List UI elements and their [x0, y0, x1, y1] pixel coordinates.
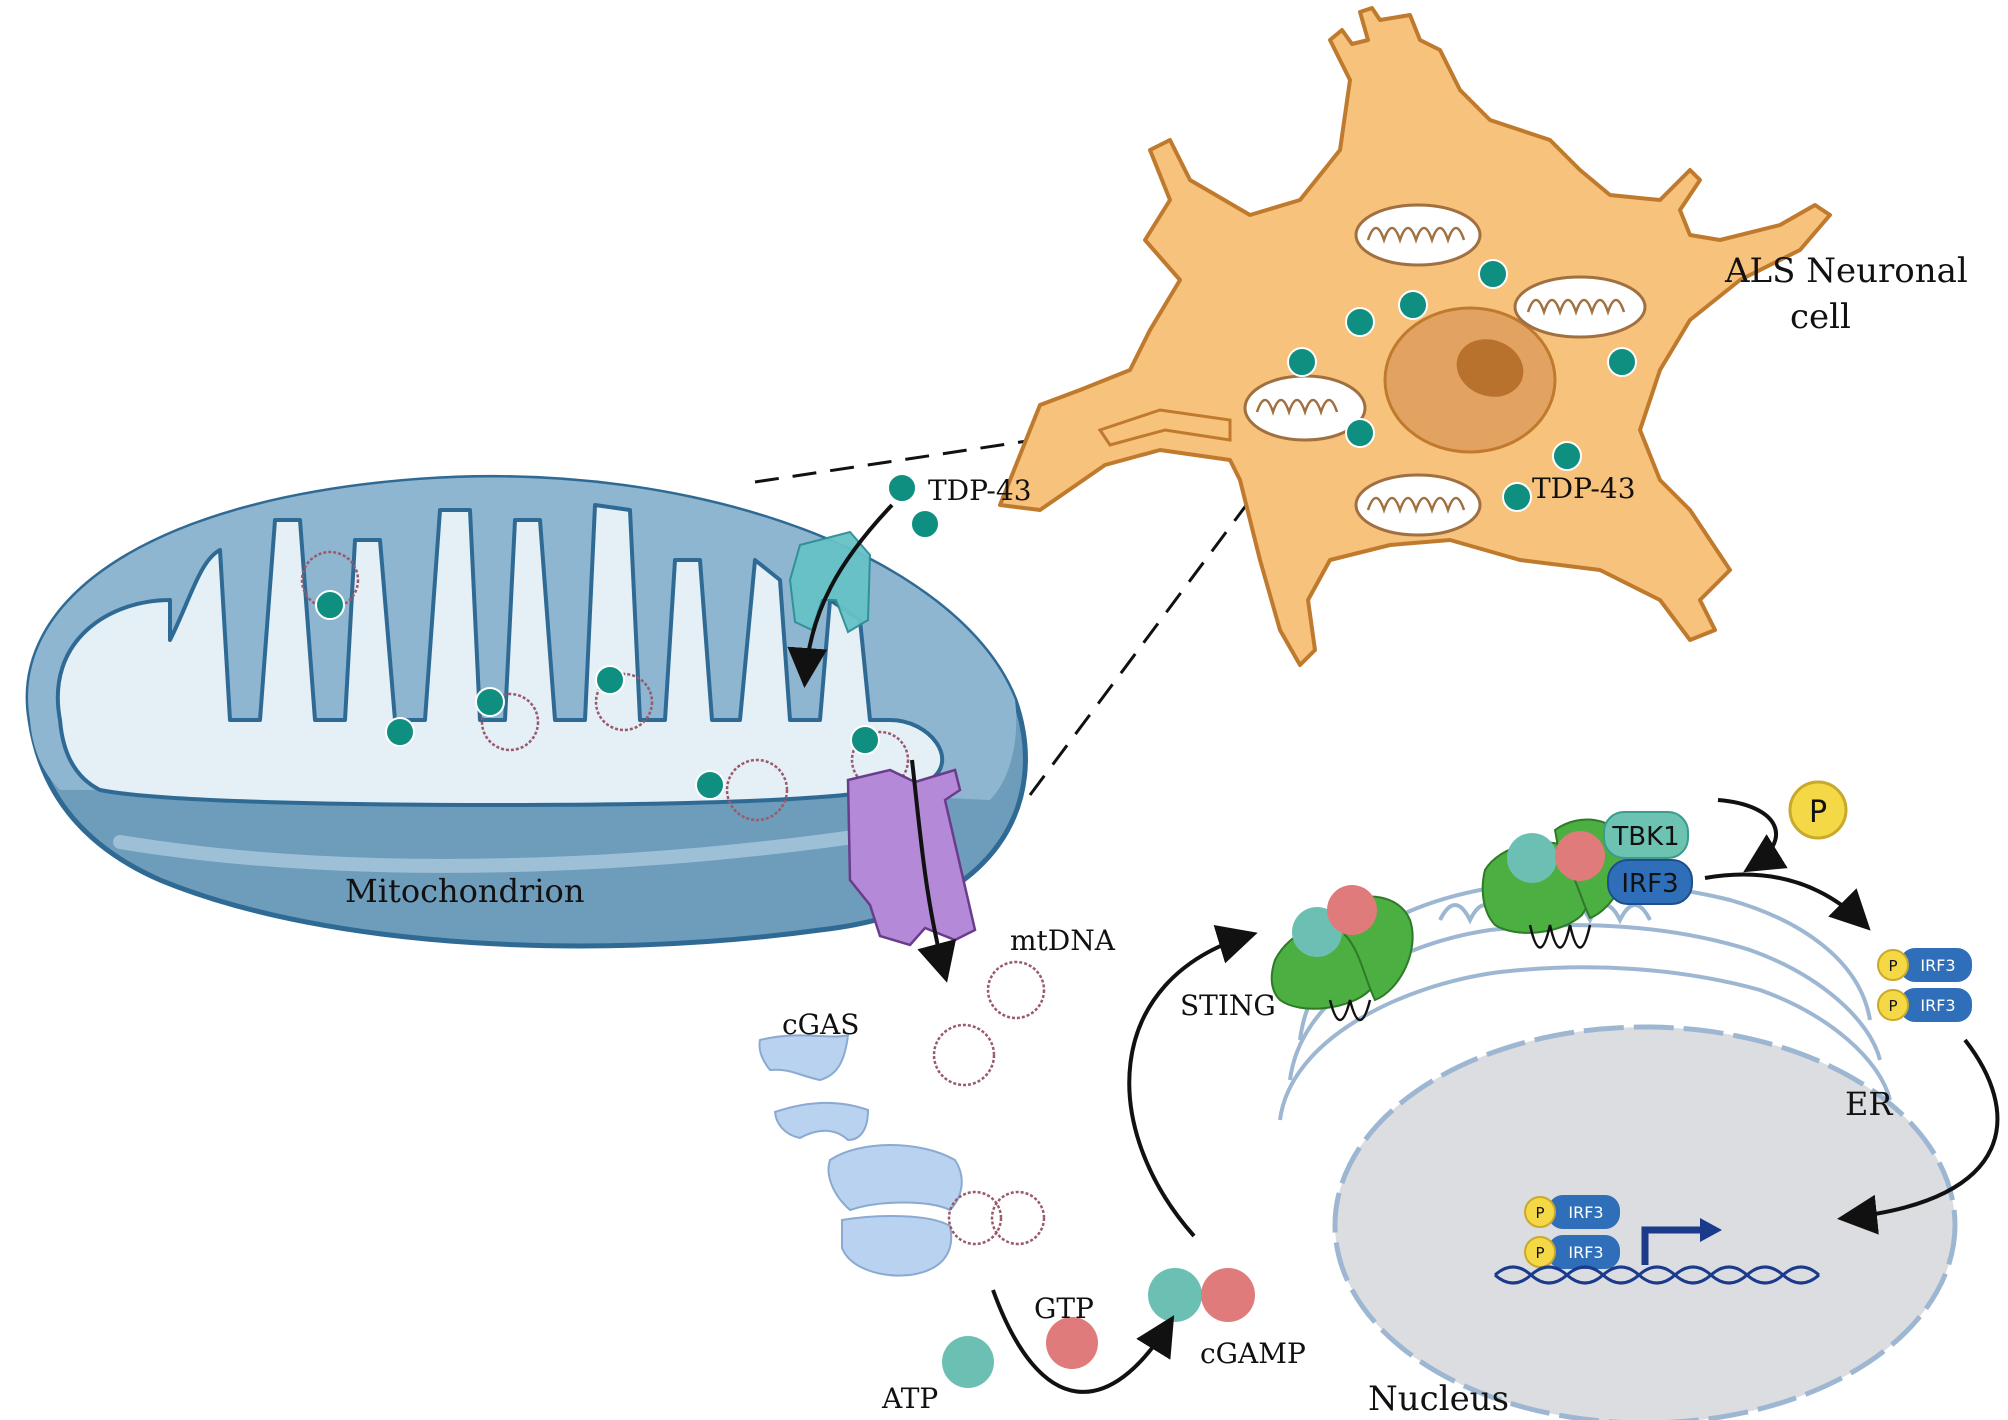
neuron-title-line1: ALS Neuronal: [1724, 251, 1968, 291]
atp-label: ATP: [881, 1382, 938, 1415]
tdp43-dots-neuron: [1287, 259, 1637, 512]
tdp43-dots-mito: [315, 590, 880, 800]
mitochondrion-label: Mitochondrion: [345, 872, 584, 910]
tbk1-protein: TBK1: [1603, 811, 1689, 859]
sting-dimer-left: [1270, 885, 1414, 1022]
sting-label: STING: [1180, 989, 1276, 1022]
tdp43-mito-label: TDP-43: [928, 474, 1032, 507]
mito-inner-matrix: [56, 503, 945, 807]
phosphate-label: P: [1809, 795, 1827, 830]
svg-text:TBK1: TBK1: [1611, 822, 1679, 852]
gtp-label: GTP: [1034, 1292, 1094, 1325]
irf3-nuclear-arrow: [1837, 1038, 2000, 1235]
svg-text:IRF3: IRF3: [1920, 996, 1955, 1015]
cgamp-teal: [1148, 1268, 1202, 1322]
neuron-mitochondria: [1243, 203, 1647, 537]
svg-text:IRF3: IRF3: [1568, 1243, 1603, 1262]
nucleus-label: Nucleus: [1368, 1379, 1509, 1419]
atp-molecule: [942, 1336, 994, 1388]
cgas-label: cGAS: [782, 1008, 859, 1041]
irf3-out-arrow: [1704, 872, 1871, 931]
cell-nucleolus: [1456, 339, 1524, 397]
gtp-molecule: [1046, 1317, 1098, 1369]
neuron-cell: TDP-43 ALS Neuronal cell: [998, 6, 1968, 667]
cgamp-red: [1201, 1268, 1255, 1322]
cgamp-label: cGAMP: [1200, 1337, 1306, 1370]
svg-text:P: P: [1888, 997, 1897, 1015]
transcription-arrow: [1641, 1226, 1705, 1265]
p-irf3-dimer-cytosol: P P IRF3 IRF3: [1877, 948, 1972, 1022]
p-irf3-dimer-nucleus: P P IRF3 IRF3: [1524, 1195, 1620, 1269]
svg-text:IRF3: IRF3: [1568, 1203, 1603, 1222]
tbk1-phos-arrow: [1717, 798, 1788, 873]
nucleus: [1332, 1024, 1958, 1420]
pore-channel: [846, 768, 977, 947]
svg-text:IRF3: IRF3: [1621, 869, 1678, 899]
svg-text:IRF3: IRF3: [1920, 956, 1955, 975]
mtdna-inside: [300, 550, 910, 822]
zoom-lines: [754, 413, 1267, 796]
tdp43-dots-import: [887, 473, 940, 539]
irf3-protein: IRF3: [1607, 859, 1693, 905]
dna-helix: [1494, 1265, 1820, 1285]
svg-text:P: P: [1535, 1244, 1544, 1262]
mitochondrion: Mitochondrion: [25, 474, 1028, 949]
neuron-title-line2: cell: [1790, 297, 1851, 337]
svg-text:P: P: [1888, 957, 1897, 975]
svg-text:P: P: [1535, 1204, 1544, 1222]
cgamp-to-sting-arrow: [1127, 925, 1258, 1238]
tdp43-cell-label: TDP-43: [1532, 472, 1636, 505]
import-arrow: [787, 503, 894, 688]
phosphate-circle: [1788, 780, 1848, 840]
cgas-monomers: [758, 1033, 870, 1142]
mtdna-label: mtDNA: [1010, 924, 1116, 957]
synthesis-arrow: [991, 1289, 1175, 1394]
mtdna-released: [932, 960, 1046, 1087]
cgas-dna-complex: [827, 1144, 963, 1277]
release-arrow: [910, 759, 957, 983]
er-label: ER: [1845, 1085, 1893, 1123]
